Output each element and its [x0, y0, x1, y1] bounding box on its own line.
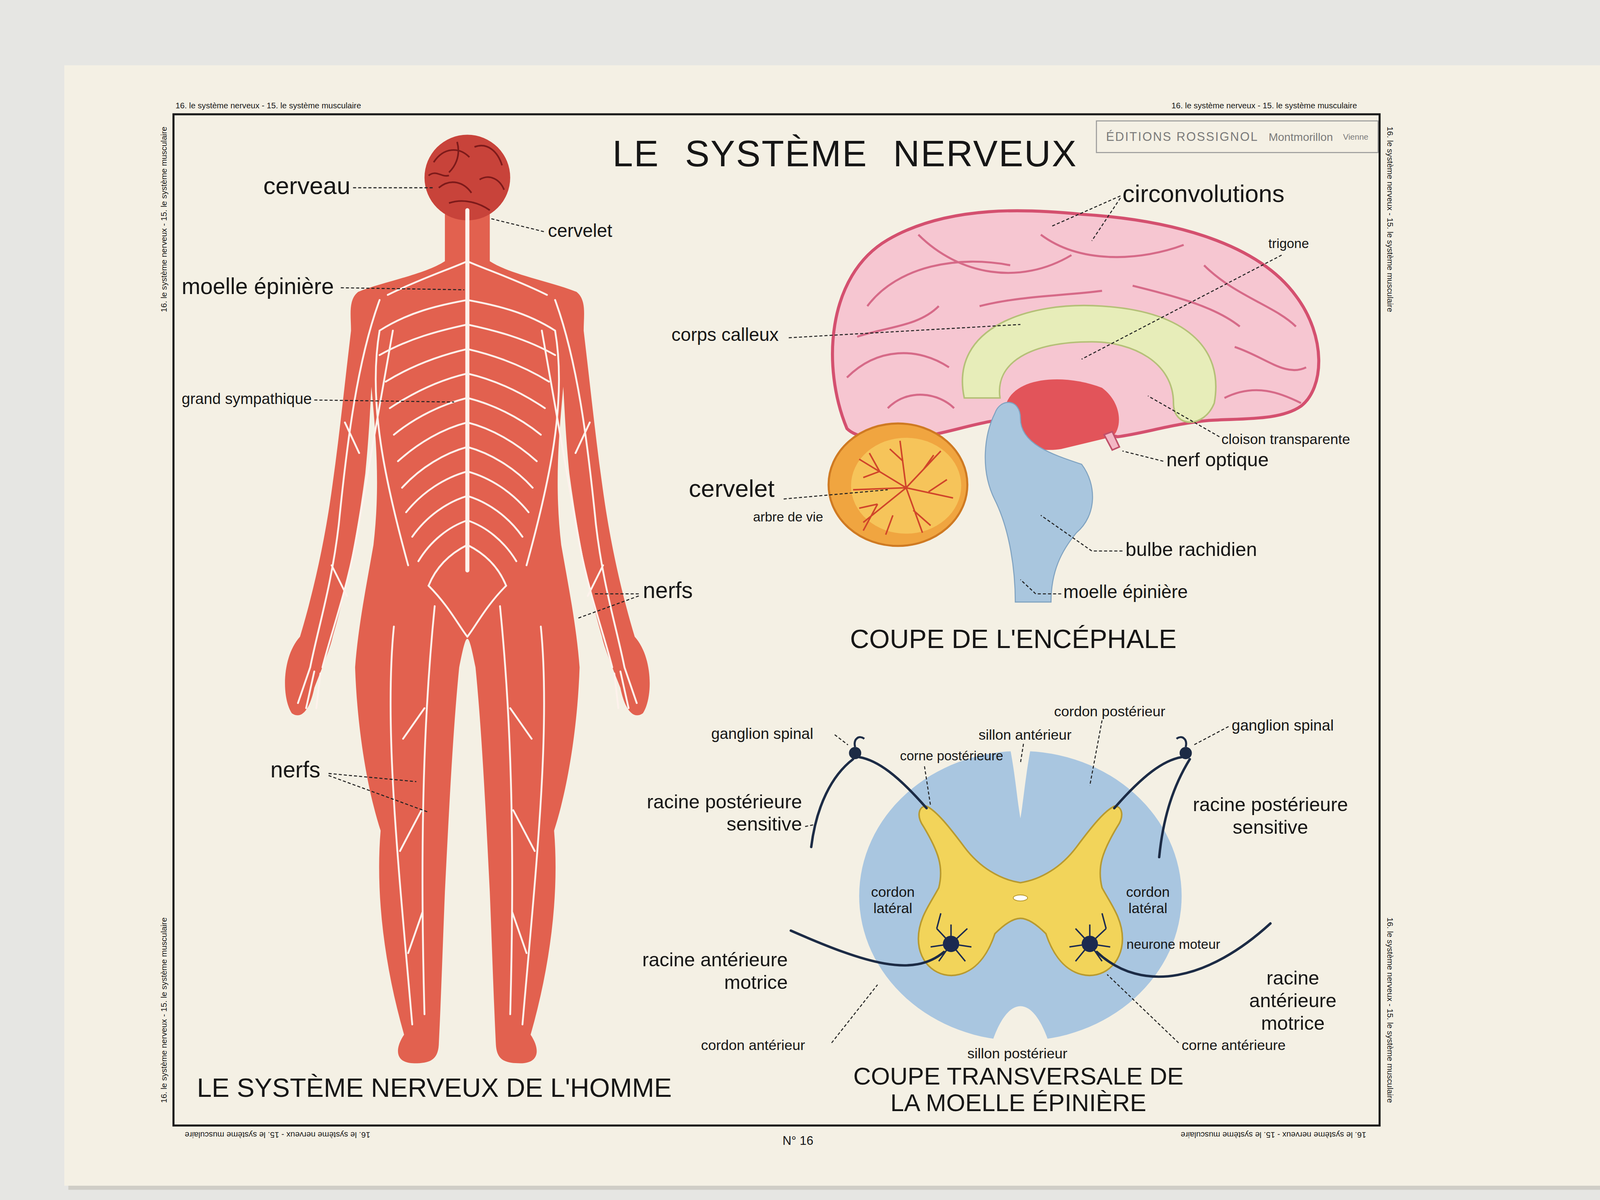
margin-running-head: 16. le système nerveux - 15. le système …	[1384, 126, 1395, 313]
dorsal-notch	[1010, 748, 1031, 819]
part-label: ganglion spinal	[711, 724, 814, 743]
part-label: racine postérieure sensitive	[1168, 794, 1373, 839]
part-label: cerveau	[263, 171, 351, 200]
part-label: racine antérieure motrice	[603, 948, 788, 994]
figure-caption: LE SYSTÈME NERVEUX DE L'HOMME	[196, 1073, 672, 1104]
part-label: racine postérieure sensitive	[608, 790, 803, 836]
part-label: cordon antérieur	[701, 1036, 806, 1054]
part-label: bulbe rachidien	[1125, 538, 1257, 562]
part-label: circonvolutions	[1122, 179, 1285, 208]
margin-running-head: 16. le système nerveux - 15. le système …	[159, 917, 170, 1104]
part-label: moelle épinière	[181, 273, 335, 300]
part-label: sillon postérieur	[967, 1044, 1068, 1062]
figure-caption: COUPE TRANSVERSALE DE LA MOELLE ÉPINIÈRE	[844, 1063, 1192, 1118]
part-label: cordon latéral	[1107, 883, 1189, 917]
part-label: corps calleux	[671, 324, 779, 346]
part-label: cervelet	[548, 220, 613, 242]
poster-title: LE SYSTÈME NERVEUX	[612, 132, 1078, 175]
card	[64, 65, 1600, 1186]
neuron-dendrites	[930, 913, 1111, 962]
part-label: corne postérieure	[900, 748, 1004, 764]
part-label: grand sympathique	[181, 389, 312, 408]
limb-nerves	[298, 300, 637, 1025]
rib-nerves	[375, 261, 560, 586]
part-label: nerf optique	[1166, 448, 1269, 472]
part-label: cordon postérieur	[1053, 703, 1166, 720]
optic-nerve	[1103, 431, 1120, 450]
cerebellum	[828, 423, 968, 547]
spinal-cord-line	[465, 210, 470, 571]
leader-lines	[314, 187, 1282, 1043]
brainstem	[985, 402, 1093, 602]
brain-section	[828, 210, 1319, 602]
part-label: arbre de vie	[753, 510, 824, 526]
part-label: racine antérieure motrice	[1236, 967, 1350, 1035]
head-brain	[424, 134, 511, 221]
part-label: cervelet	[688, 474, 775, 503]
nerve-roots	[790, 757, 1271, 977]
part-label: nerfs	[642, 577, 693, 604]
central-canal	[1013, 894, 1028, 901]
spinal-ganglion	[848, 746, 862, 760]
publisher-text: Vienne	[1343, 132, 1369, 142]
publisher-box: ÉDITIONS ROSSIGNOL Montmorillon Vienne	[1095, 120, 1379, 153]
part-label: moelle épinière	[1063, 581, 1188, 603]
margin-running-head: 16. le système nerveux - 15. le système …	[184, 1130, 371, 1140]
part-label: corne antérieure	[1181, 1036, 1286, 1054]
arbor-vitae	[853, 440, 954, 535]
frame	[173, 114, 1380, 1126]
part-label: cloison transparente	[1221, 430, 1350, 447]
part-label: ganglion spinal	[1231, 716, 1334, 734]
spinal-cord-section	[790, 737, 1271, 1043]
margin-running-head: 16. le système nerveux - 15. le système …	[1384, 917, 1395, 1104]
figure-caption: COUPE DE L'ENCÉPHALE	[850, 624, 1177, 656]
plate-number: N° 16	[782, 1134, 814, 1149]
publisher-text: ÉDITIONS ROSSIGNOL	[1105, 129, 1259, 145]
head-convolutions	[428, 141, 504, 210]
part-label: nerfs	[270, 757, 321, 783]
part-label: cordon latéral	[851, 883, 934, 917]
part-label: neurone moteur	[1126, 937, 1221, 953]
human-figure	[284, 134, 650, 1064]
margin-running-head: 16. le système nerveux - 15. le système …	[1180, 1130, 1367, 1140]
spinal-ganglion	[1179, 746, 1193, 760]
part-label: trigone	[1268, 236, 1309, 252]
margin-running-head: 16. le système nerveux - 15. le système …	[175, 101, 362, 111]
part-label: sillon antérieur	[978, 726, 1072, 743]
publisher-text: Montmorillon	[1268, 130, 1333, 143]
margin-running-head: 16. le système nerveux - 15. le système …	[159, 126, 170, 313]
margin-running-head: 16. le système nerveux - 15. le système …	[1171, 101, 1358, 111]
grey-matter	[918, 805, 1123, 976]
ventral-notch	[991, 1005, 1049, 1043]
